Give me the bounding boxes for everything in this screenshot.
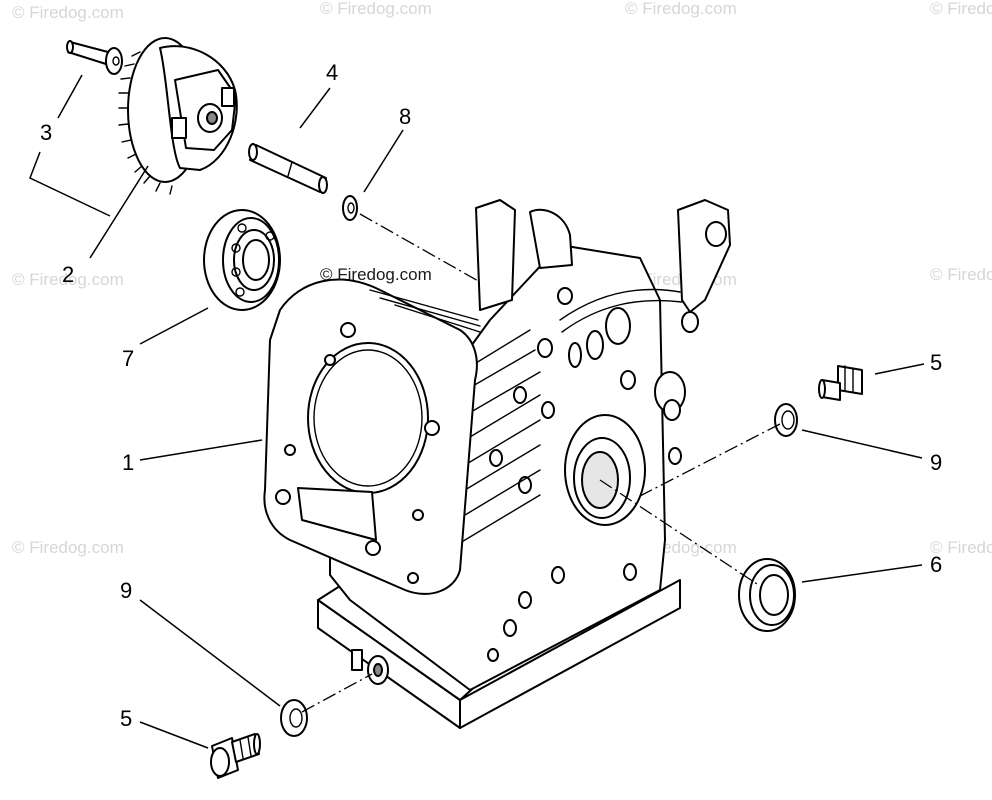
washer-icon [342, 195, 358, 221]
callout-3: 3 [40, 120, 52, 145]
callout-4: 4 [326, 60, 338, 85]
leader-lines [29, 74, 925, 749]
callout-1: 1 [122, 450, 134, 475]
watermark-text: © Firedog.com [12, 270, 124, 289]
watermark-center: © Firedog.com [320, 265, 432, 284]
watermark-text: © Firedog.com [930, 0, 992, 18]
drain-plug-icon [818, 365, 863, 401]
callout-2: 2 [62, 262, 74, 287]
gasket-washer-icon [774, 403, 798, 437]
watermark-text: © Firedog.com [625, 0, 737, 18]
callout-8: 8 [399, 104, 411, 129]
oil-seal-icon [738, 558, 796, 632]
callout-5: 5 [120, 706, 132, 731]
callout-6: 6 [930, 552, 942, 577]
callout-9: 9 [930, 450, 942, 475]
governor-gear-icon [118, 37, 238, 195]
ball-bearing-icon [203, 209, 281, 311]
callout-7: 7 [122, 346, 134, 371]
governor-pin-icon [66, 40, 123, 75]
callout-labels: 3 2 4 8 7 1 5 9 6 9 5 [40, 60, 942, 731]
callout-9: 9 [120, 578, 132, 603]
watermark-text: © Firedog.com [320, 0, 432, 18]
crankcase-icon [263, 199, 731, 729]
drain-plug-icon [210, 733, 261, 779]
watermark-text: © Firedog.com [12, 3, 124, 22]
assembly-centerlines [301, 213, 781, 713]
shaft-pin-icon [248, 143, 328, 194]
gasket-washer-icon [280, 699, 308, 737]
watermark-text: © Firedog.com [12, 538, 124, 557]
watermark-text: © Firedog.com [930, 538, 992, 557]
watermark-text: © Firedog.com [930, 265, 992, 284]
callout-5: 5 [930, 350, 942, 375]
